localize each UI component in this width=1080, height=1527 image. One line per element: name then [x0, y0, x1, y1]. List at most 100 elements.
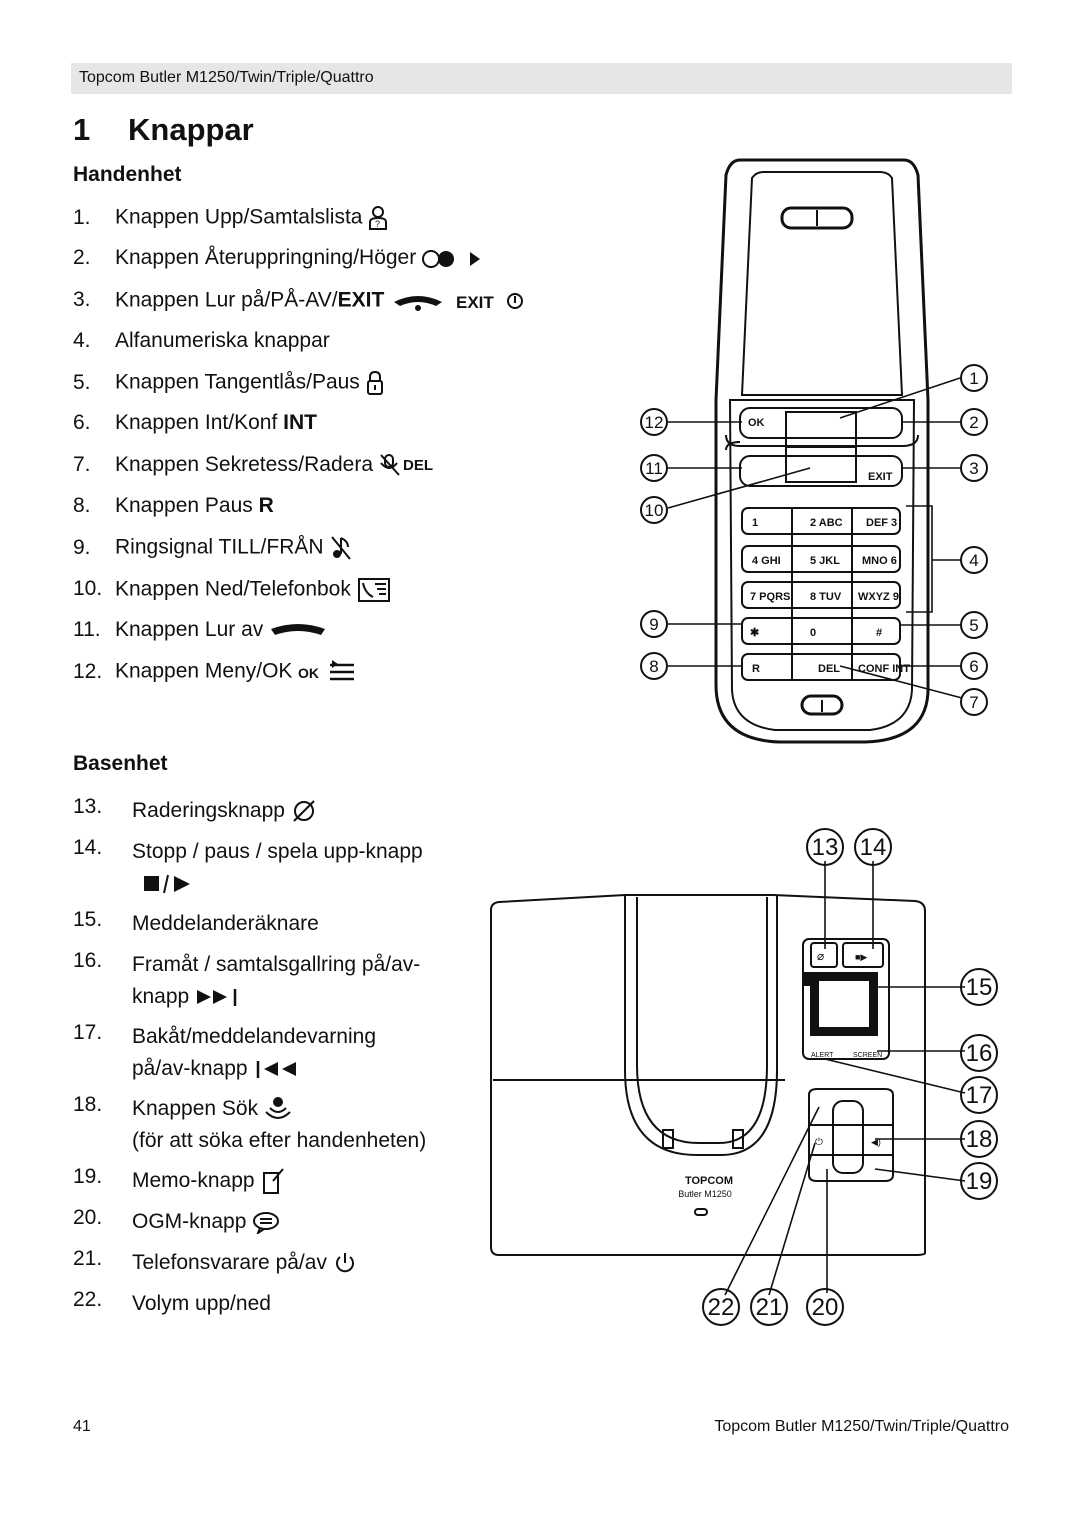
- chapter-title: Knappar: [128, 112, 254, 147]
- svg-text:22: 22: [708, 1294, 735, 1321]
- item-text: Knappen Ned/Telefonbok: [115, 577, 351, 601]
- item-text: OGM-knapp: [132, 1206, 280, 1238]
- item-text: Volym upp/ned: [132, 1292, 271, 1315]
- stop-play-icon: [142, 873, 196, 895]
- item-text: Memo-knapp: [132, 1165, 285, 1197]
- svg-text:16: 16: [966, 1040, 993, 1067]
- item-text: Raderingsknapp: [132, 795, 317, 827]
- item-number: 1.: [73, 205, 91, 229]
- svg-text:14: 14: [860, 834, 887, 861]
- page-number: 41: [73, 1418, 91, 1435]
- mute-del-icon: DEL: [379, 453, 439, 477]
- item-text: Knappen Lur av: [115, 617, 264, 641]
- ogm-icon: [252, 1210, 280, 1235]
- svg-text:10: 10: [645, 501, 664, 520]
- handset-icon: [269, 621, 327, 639]
- footer-title: Topcom Butler M1250/Twin/Triple/Quattro: [714, 1418, 1009, 1435]
- svg-text:17: 17: [966, 1082, 993, 1109]
- svg-text:15: 15: [966, 974, 993, 1001]
- item-text-line2: (för att söka efter handenheten): [132, 1129, 427, 1152]
- svg-text:DEF 3: DEF 3: [866, 517, 897, 529]
- item-number: 21.: [73, 1247, 103, 1270]
- power-icon: [333, 1251, 357, 1275]
- svg-text:OK: OK: [748, 417, 765, 429]
- item-number: 3.: [73, 288, 91, 312]
- paging-icon: [264, 1096, 292, 1122]
- svg-text:1: 1: [969, 369, 978, 388]
- item-number: 19.: [73, 1165, 103, 1188]
- chapter-number: 1: [73, 112, 91, 147]
- item-text: Knappen Lur på/PÅ-AV/EXIT: [115, 288, 385, 312]
- base-model: Butler M1250: [678, 1189, 732, 1199]
- item-text: Knappen Int/Konf INT: [115, 411, 317, 435]
- svg-text:20: 20: [812, 1294, 839, 1321]
- key-1: 1: [752, 517, 758, 529]
- handset-list-item: 1. Knappen Upp/Samtalslista?: [73, 205, 526, 246]
- screen-label: SCREEN: [853, 1052, 882, 1059]
- svg-text:MNO 6: MNO 6: [862, 555, 897, 567]
- item-number: 20.: [73, 1206, 103, 1229]
- svg-text:18: 18: [966, 1126, 993, 1153]
- alert-label: ALERT: [811, 1052, 834, 1059]
- svg-text:12: 12: [645, 413, 664, 432]
- svg-text:0: 0: [810, 627, 816, 639]
- item-text: Stopp / paus / spela upp-knapp: [132, 840, 423, 863]
- item-number: 10.: [73, 577, 103, 601]
- svg-text:8: 8: [649, 657, 658, 676]
- svg-text:◀): ◀): [871, 1137, 881, 1147]
- item-text: Telefonsvarare på/av: [132, 1247, 357, 1279]
- handset-list-item: 4. Alfanumeriska knappar: [73, 329, 526, 370]
- handset-heading: Handenhet: [73, 163, 182, 186]
- svg-text:CONF INT: CONF INT: [858, 663, 910, 675]
- item-text: Knappen Tangentlås/Paus: [115, 370, 360, 394]
- handset-list-item: 8.Knappen Paus R: [73, 494, 526, 535]
- item-number: 5.: [73, 370, 91, 394]
- item-text: Alfanumeriska knappar: [115, 328, 330, 352]
- handset-list-item: 9. Ringsignal TILL/FRÅN: [73, 535, 526, 576]
- svg-text:⌀: ⌀: [817, 949, 824, 963]
- item-number: 4.: [73, 328, 91, 352]
- handset-list-item: 3. Knappen Lur på/PÅ-AV/EXIT EXIT: [73, 288, 526, 329]
- svg-text:5 JKL: 5 JKL: [810, 555, 840, 567]
- base-unit-diagram: ALERT SCREEN ⌀ ■▶ ⏻ ◀) TOPCOM Butler M12…: [490, 828, 998, 1326]
- redial-right-icon: [422, 248, 484, 270]
- svg-text:OK: OK: [298, 665, 319, 681]
- item-text: Knappen Upp/Samtalslista: [115, 205, 363, 229]
- item-number: 18.: [73, 1093, 103, 1116]
- running-header: Topcom Butler M1250/Twin/Triple/Quattro: [71, 63, 1012, 94]
- item-text: Ringsignal TILL/FRÅN: [115, 535, 324, 559]
- svg-text:13: 13: [812, 834, 839, 861]
- svg-text:EXIT: EXIT: [456, 293, 494, 312]
- item-number: 9.: [73, 535, 91, 559]
- item-text: Knappen Paus R: [115, 494, 274, 518]
- item-text: Meddelanderäknare: [132, 912, 319, 935]
- svg-text:■▶: ■▶: [855, 952, 867, 962]
- svg-text:21: 21: [756, 1294, 783, 1321]
- svg-text:EXIT: EXIT: [868, 471, 893, 483]
- svg-text:11: 11: [645, 459, 663, 478]
- item-number: 14.: [73, 836, 103, 859]
- user-question-icon: ?: [368, 205, 388, 231]
- item-number: 13.: [73, 795, 103, 818]
- svg-text:2: 2: [969, 413, 978, 432]
- item-number: 2.: [73, 246, 91, 270]
- handset-button-list: 1. Knappen Upp/Samtalslista? 2. Knappen Åte…: [73, 205, 526, 701]
- item-text: Knappen Återuppringning/Höger: [115, 246, 417, 270]
- item-text: Knappen Meny/OK: [115, 659, 293, 683]
- ok-menu-icon: OK: [298, 659, 356, 685]
- handset-diagram: 1 2 ABC DEF 3 4 GHI 5 JKL MNO 6 7 PQRS 8…: [640, 158, 988, 744]
- svg-text:19: 19: [966, 1168, 993, 1195]
- ringer-off-icon: [330, 535, 352, 561]
- item-text: Framåt / samtalsgallring på/av-: [132, 953, 421, 976]
- svg-text:6: 6: [969, 657, 978, 676]
- svg-text:3: 3: [969, 459, 978, 478]
- svg-text:DEL: DEL: [818, 663, 840, 675]
- svg-text:R: R: [752, 663, 760, 675]
- svg-text:#: #: [876, 627, 882, 639]
- svg-text:⏻: ⏻: [815, 1137, 823, 1148]
- item-number: 12.: [73, 659, 103, 683]
- svg-text:9: 9: [649, 615, 658, 634]
- svg-text:5: 5: [969, 616, 978, 635]
- item-text: Knappen Sök: [132, 1093, 426, 1125]
